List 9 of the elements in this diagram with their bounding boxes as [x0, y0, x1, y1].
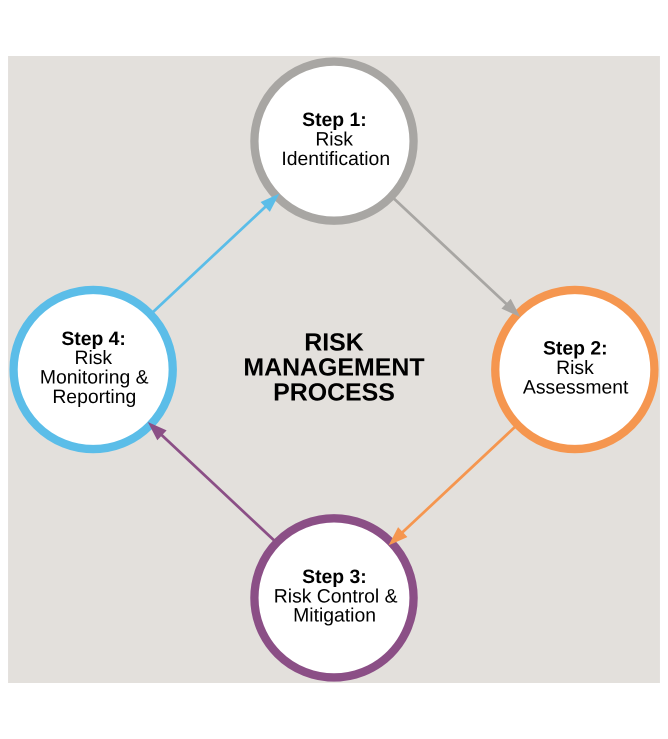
node-circle: Step 2: Risk Assessment	[491, 286, 659, 454]
node-circle: Step 1: Risk Identification	[250, 57, 418, 225]
node-circle: Step 4: Risk Monitoring & Reporting	[9, 286, 177, 454]
arrow	[148, 422, 278, 544]
arrow	[388, 424, 518, 546]
arrow	[390, 196, 520, 317]
node-circle: Step 3: Risk Control & Mitigation	[250, 514, 418, 682]
arrow	[150, 194, 280, 316]
label: RISK MANAGEMENT PROCESS	[243, 328, 425, 407]
